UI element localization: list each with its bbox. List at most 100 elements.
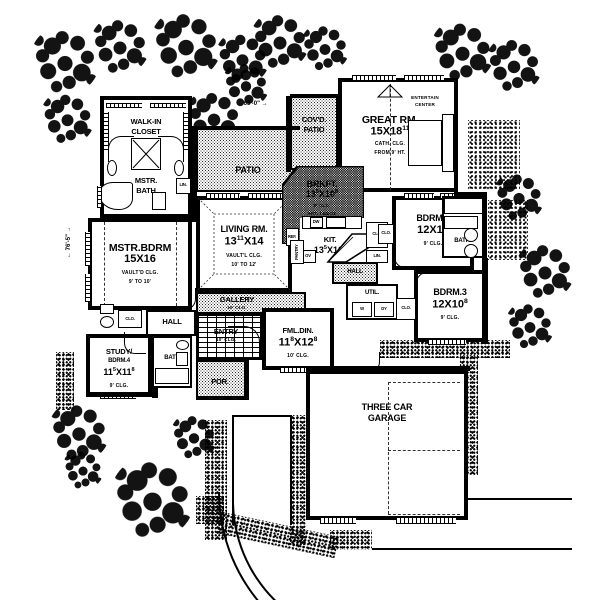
brkft-dim-sup: 5 (315, 189, 319, 195)
garage-door (320, 517, 356, 524)
fml-din-dim-main2: X12 (294, 336, 314, 349)
fml-din-label: FML.DIN. (282, 326, 314, 335)
study-note: 9' CLG. (109, 383, 129, 389)
gallery-label: GALLERY (219, 295, 255, 304)
brkft-dim-main: 13 (305, 189, 316, 199)
tree-decoration (222, 60, 270, 108)
living-rm-dim: 1311X14 (224, 235, 263, 248)
gallery-note: 10' CLG. (226, 305, 248, 310)
tree-decoration (150, 8, 222, 80)
ceiling-peak-icon (376, 84, 404, 98)
closet-shelf (103, 112, 109, 150)
tree-decoration (110, 455, 195, 540)
room-gallery (196, 292, 306, 314)
garage-label2: GARAGE (367, 413, 407, 423)
window (206, 193, 240, 199)
closet (378, 224, 394, 244)
garage-door-swing (388, 452, 389, 514)
room-porch (196, 360, 246, 398)
living-rm-note2: 10' TO 12' (231, 262, 257, 268)
window (428, 339, 466, 345)
tree-decoration (40, 90, 95, 145)
closet (396, 298, 416, 320)
dryer-label: DY (381, 306, 387, 311)
lin-label: LIN. (373, 253, 381, 258)
walk-in-closet-label: WALK-IN (130, 117, 162, 126)
shrub-bed (56, 352, 74, 410)
fml-din-note: 10' CLG. (287, 353, 309, 359)
room-hall2 (332, 262, 378, 284)
lavatory-sink (464, 244, 478, 258)
fireplace-hearth (408, 120, 442, 166)
lavatory-sink (464, 228, 478, 242)
tree-decoration (62, 448, 104, 490)
clo-label: CLO. (381, 230, 391, 235)
hall2-label: HALL (347, 269, 363, 275)
garage-door (396, 517, 456, 524)
brkft-note: 9' CLG. (313, 203, 331, 208)
exterior-wall (152, 386, 158, 398)
closet-shelf (150, 103, 186, 108)
patio-label: PATIO (235, 165, 261, 175)
study-dim-main: 11 (103, 367, 113, 377)
mstr-bdrm-label: MSTR.BDRM (108, 242, 172, 254)
garden-tub (99, 182, 133, 210)
tree-decoration (430, 18, 495, 83)
living-rm-dim-main: 13 (224, 235, 237, 248)
closet-shelf (106, 103, 142, 108)
bdrm3-dim-sup: 8 (464, 298, 468, 305)
clo-label: CLO. (372, 231, 382, 236)
room-patio (196, 128, 300, 192)
window (404, 193, 434, 199)
fml-din-dim-sup: 8 (290, 336, 295, 343)
door-arc (124, 332, 146, 354)
refrigerator-label: REF. (287, 234, 297, 239)
study-label: STUDY/ (105, 347, 133, 356)
great-rm-note2: FROM 9' HT. (374, 150, 406, 156)
lavatory-sink (107, 160, 117, 176)
brkft-dim: 135X108 (305, 189, 339, 199)
washer-label: W (360, 306, 364, 311)
bathtub (444, 198, 484, 214)
window (352, 75, 396, 81)
exterior-wall (196, 396, 248, 400)
brkft-dim-sup2: 8 (335, 189, 339, 195)
brkft-note2: ART. LEDGE (307, 211, 337, 216)
covd-patio-label2: PATIO (303, 125, 325, 134)
dishwasher-label: DW (312, 219, 320, 224)
exterior-wall (290, 94, 340, 98)
entertain-center-cabinet (442, 114, 454, 172)
exterior-wall (482, 192, 487, 262)
bdrm2-label: BDRM.2 (416, 213, 450, 223)
lin-label: LIN. (179, 182, 187, 187)
mstr-bdrm-dim: 15X16 (124, 253, 156, 265)
shrub-bed (488, 200, 528, 260)
door-arc (394, 246, 416, 268)
room-fml-din (262, 308, 334, 370)
great-rm-dim-main: 15X18 (370, 125, 403, 138)
great-rm-dim-sup: 11 (402, 125, 410, 132)
top-dimension-value: 65'-0" (243, 101, 260, 107)
brkft-dim-main2: X10 (319, 189, 336, 199)
clo-label: CLO. (401, 305, 411, 310)
exterior-wall (454, 192, 486, 197)
mstr-bath-label2: BATH (136, 186, 156, 195)
bdrm3-dim: 12X108 (432, 298, 468, 311)
entertain-center-label: ENTERTAIN (411, 95, 439, 100)
toilet (100, 304, 114, 314)
kitchen-label: KIT. (323, 235, 337, 244)
bath2-label: BATH (164, 355, 180, 361)
entry-door-arc (228, 326, 260, 358)
exterior-wall (306, 366, 470, 371)
vault-line (176, 222, 177, 306)
room-garage (306, 370, 468, 520)
lavatory-sink (174, 160, 184, 176)
living-rm-note: VAULT'L CLG. (226, 253, 262, 259)
door-arc (108, 136, 134, 162)
exterior-wall (244, 360, 249, 400)
study-dim: 115X118 (103, 367, 134, 377)
pantry-label: PANTRY (293, 244, 299, 260)
kitchen-island (326, 228, 370, 264)
door-arc (174, 288, 196, 310)
tree-decoration (30, 25, 100, 95)
